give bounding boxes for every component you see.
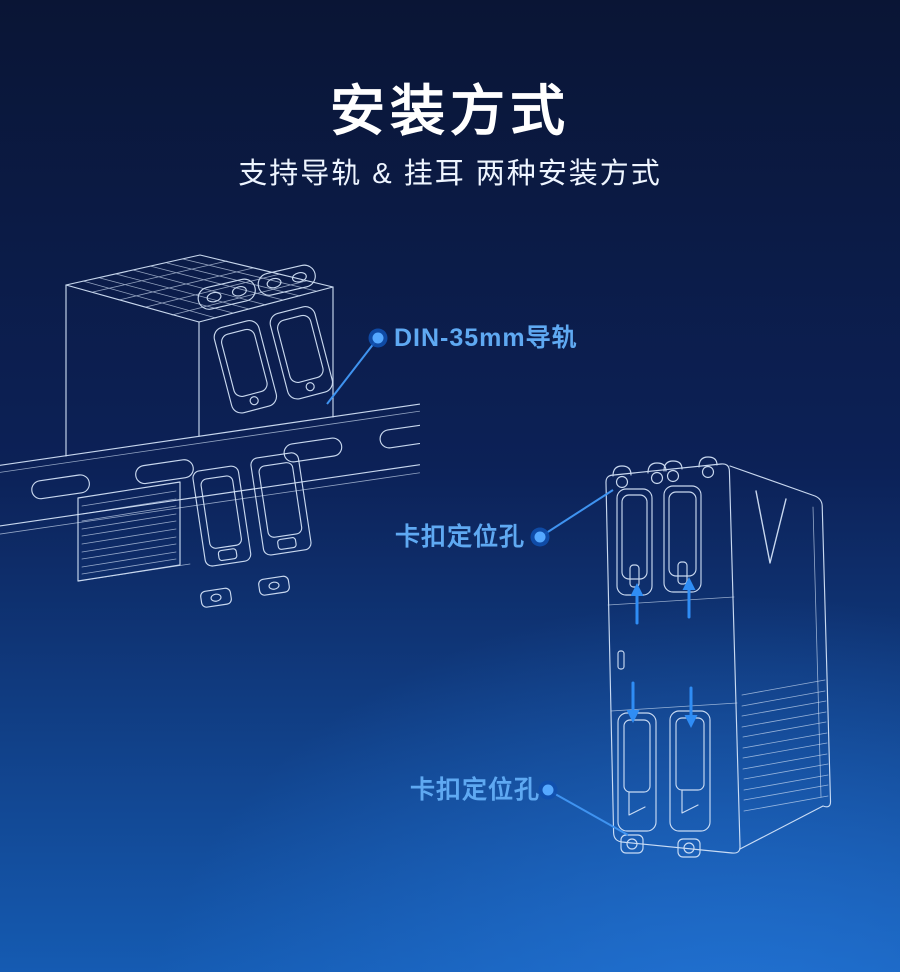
device-rear-body <box>605 456 832 858</box>
arrow-down-icon <box>684 686 698 728</box>
terminal-screws <box>197 278 256 310</box>
clip-hole-bottom-label: 卡扣定位孔 <box>410 776 541 804</box>
clip-slot-top <box>616 488 653 596</box>
terminal-window <box>213 320 278 414</box>
clip-slot-top <box>663 485 702 593</box>
slide-direction-arrows <box>626 577 698 728</box>
din-rail-label: DIN-35mm导轨 <box>394 324 578 352</box>
arrow-up-icon <box>630 583 644 625</box>
latch-tab <box>200 587 232 608</box>
din-rail <box>0 400 420 538</box>
latch-tab <box>258 575 290 596</box>
rail-slot <box>283 437 343 463</box>
rail-slot <box>379 423 420 449</box>
clip-slot-bottom <box>669 710 711 858</box>
clip-hole-top-label: 卡扣定位孔 <box>395 523 526 551</box>
v-groove <box>755 490 787 564</box>
rail-slot <box>135 459 194 485</box>
terminal-window <box>269 306 334 400</box>
label-dot <box>542 784 554 796</box>
din-clip <box>192 465 252 567</box>
din-rail-mount-illustration <box>0 254 420 608</box>
device-isometric <box>65 254 334 457</box>
page-title: 安装方式 <box>329 80 570 142</box>
side-vents <box>741 679 829 812</box>
clip-slot-bottom <box>617 712 657 854</box>
page-subtitle: 支持导轨 & 挂耳 两种安装方式 <box>238 158 662 190</box>
terminal-screws <box>257 264 316 296</box>
label-dot <box>530 527 550 547</box>
arrow-down-icon <box>626 681 640 723</box>
top-grid <box>82 258 317 319</box>
vent-fins <box>81 490 177 575</box>
mounting-tabs <box>612 456 718 489</box>
side-notch <box>617 650 625 670</box>
din-clip <box>250 452 312 556</box>
label-dot <box>538 780 558 800</box>
label-dot <box>534 531 546 543</box>
rail-slot <box>31 474 90 500</box>
arrow-up-icon <box>682 577 696 619</box>
device-rear-illustration <box>605 456 832 858</box>
device-lower-body <box>77 452 312 608</box>
